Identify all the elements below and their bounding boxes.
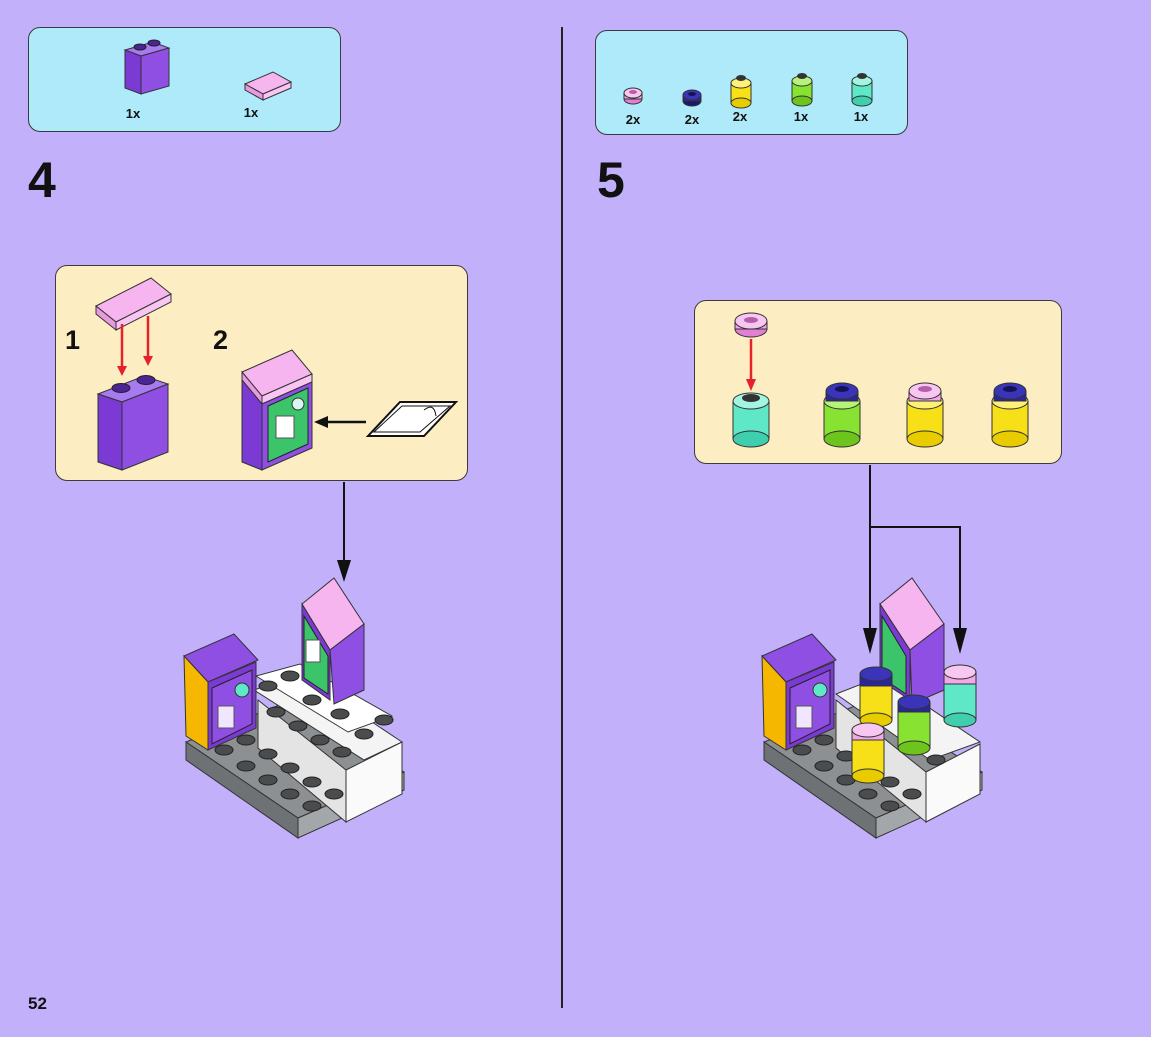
placed-yellow-brick-pink-plate [852, 723, 884, 783]
placed-yellow-brick-blue-plate [860, 667, 892, 727]
placed-lime-brick-blue-plate [898, 695, 930, 755]
placed-aqua-brick-pink-plate [944, 665, 976, 727]
